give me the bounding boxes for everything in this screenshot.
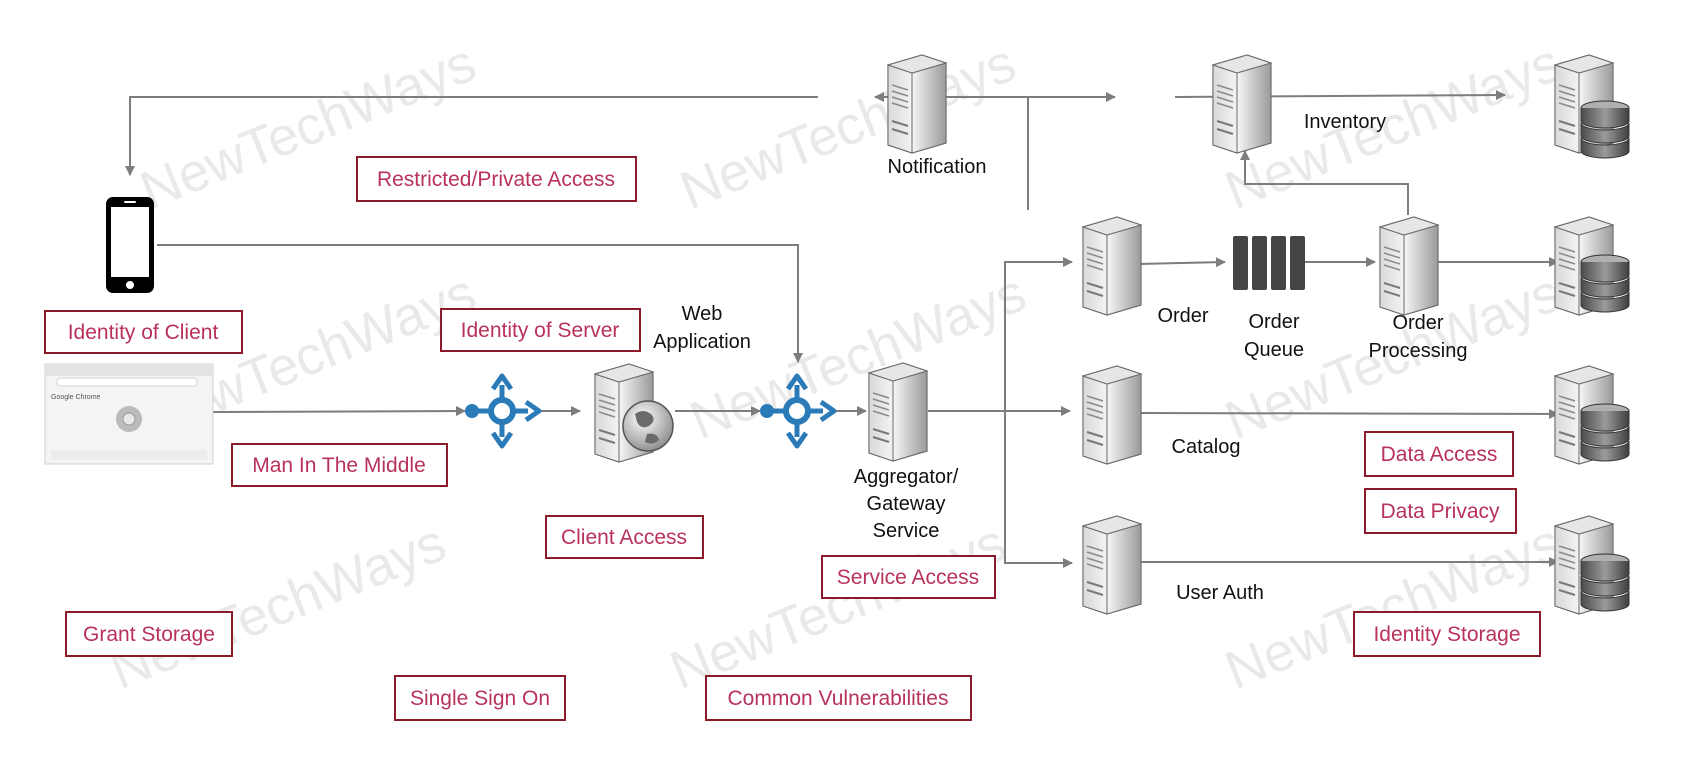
mobile-phone-icon [106, 197, 154, 293]
catalog-database-icon [1554, 365, 1630, 465]
processing-to-inventory-arrow [1240, 150, 1409, 215]
svg-text:Restricted/Private Access: Restricted/Private Access [377, 168, 615, 191]
svg-text:Data Privacy: Data Privacy [1380, 500, 1500, 523]
watermark-text: NewTechWays [102, 512, 454, 701]
watermark-text: NewTechWays [672, 32, 1024, 221]
svg-text:Data Access: Data Access [1381, 443, 1498, 466]
gateway-label: Aggregator/ [854, 466, 959, 488]
watermark-text: NewTechWays [662, 512, 1014, 701]
to-order-arrow [1004, 257, 1073, 411]
svg-text:Grant Storage: Grant Storage [83, 623, 215, 646]
concept-sso: Single Sign On [394, 675, 566, 721]
web-application-label: Web [682, 303, 723, 325]
concept-client-access: Client Access [545, 515, 704, 559]
concept-identity-server: Identity of Server [440, 308, 641, 352]
concept-service-access: Service Access [821, 555, 996, 599]
concept-identity-storage: Identity Storage [1353, 611, 1541, 657]
gateway-label: Gateway [867, 493, 946, 515]
notification-to-phone-arrow [125, 96, 818, 176]
concept-mitm: Man In The Middle [231, 443, 448, 487]
concept-data-privacy: Data Privacy [1364, 488, 1517, 534]
gateway-server-icon [868, 362, 928, 462]
component-labels: Notification Inventory Order Order Queue… [653, 111, 1467, 604]
inventory-database-icon [1554, 54, 1630, 159]
inventory-label: Inventory [1304, 111, 1386, 133]
concept-identity-client: Identity of Client [44, 310, 243, 354]
svg-text:Single Sign On: Single Sign On [410, 687, 550, 710]
order-processing-label: Order [1392, 312, 1443, 334]
svg-text:Identity Storage: Identity Storage [1373, 623, 1520, 646]
catalog-server-icon [1082, 365, 1142, 465]
order-queue-icon [1233, 236, 1305, 290]
concept-data-access: Data Access [1364, 431, 1514, 477]
concept-restricted: Restricted/Private Access [356, 156, 637, 202]
notification-server-icon [887, 54, 947, 154]
svg-text:Common Vulnerabilities: Common Vulnerabilities [728, 687, 949, 710]
watermark-text: NewTechWays [682, 262, 1034, 451]
phone-to-gateway-arrow [157, 244, 803, 363]
svg-text:Identity of Server: Identity of Server [461, 319, 620, 342]
gateway-label: Service [873, 520, 940, 542]
catalog-label: Catalog [1172, 436, 1241, 458]
svg-text:Client Access: Client Access [561, 526, 687, 549]
load-balancer-icon [465, 376, 539, 446]
svg-text:Service Access: Service Access [837, 566, 979, 589]
order-queue-label: Queue [1244, 339, 1304, 361]
order-queue-label: Order [1248, 311, 1299, 333]
web-server-icon [594, 363, 674, 463]
order-database-icon [1554, 216, 1630, 316]
user-auth-database-icon [1554, 515, 1630, 615]
order-to-queue-arrow [1139, 257, 1226, 268]
order-processing-server-icon [1379, 216, 1439, 316]
user-auth-server-icon [1082, 515, 1142, 615]
browser-title: Google Chrome [51, 394, 101, 401]
order-server-icon [1082, 216, 1142, 316]
browser-to-router-arrow [212, 406, 466, 417]
web-application-label: Application [653, 331, 751, 353]
concept-common-vulnerabilities: Common Vulnerabilities [705, 675, 972, 721]
svg-text:Man In The Middle: Man In The Middle [252, 454, 426, 477]
order-processing-label: Processing [1369, 340, 1468, 362]
notification-label: Notification [888, 156, 987, 178]
catalog-to-db-arrow [1139, 408, 1559, 419]
order-label: Order [1157, 305, 1208, 327]
user-auth-label: User Auth [1176, 582, 1264, 604]
to-user-auth-arrow [1004, 411, 1073, 568]
concept-grant-storage: Grant Storage [65, 611, 233, 657]
browser-window-icon: Google Chrome [44, 363, 214, 465]
inventory-server-icon [1212, 54, 1272, 154]
watermark-text: NewTechWays [1217, 512, 1569, 701]
svg-text:Identity of Client: Identity of Client [68, 321, 219, 344]
